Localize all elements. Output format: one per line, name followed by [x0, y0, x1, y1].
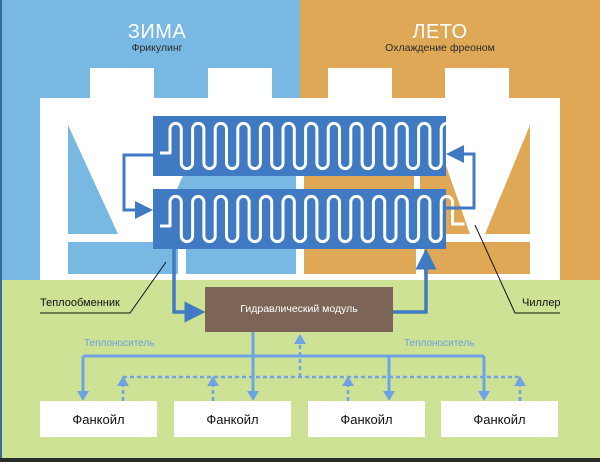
- heat-exchanger-leader-line: [40, 261, 167, 314]
- fancoil-label: Фанкойл: [473, 411, 526, 427]
- return-arrow-module: [294, 334, 306, 344]
- fan-housing-4: [445, 68, 509, 102]
- return-arrow-1: [117, 376, 129, 386]
- fancoil-unit-2: Фанкойл: [174, 401, 291, 437]
- chiller-label: Чиллер: [522, 297, 561, 309]
- supply-arrowheads: [77, 391, 490, 401]
- return-arrow-3: [342, 376, 354, 386]
- fancoil-label: Фанкойл: [340, 411, 393, 427]
- fan-housing-3: [328, 68, 392, 102]
- frame-left-edge: [0, 0, 2, 462]
- supply-arrow-3: [383, 391, 395, 401]
- fancoil-label: Фанкойл: [72, 411, 125, 427]
- fan-housing-1: [90, 68, 154, 102]
- fancoil-label: Фанкойл: [206, 411, 259, 427]
- return-arrowheads: [117, 334, 526, 386]
- hydraulic-module-box: [205, 287, 393, 332]
- return-distribution: [121, 344, 522, 401]
- return-arrow-2: [207, 376, 219, 386]
- summer-triangle-right: [485, 125, 530, 234]
- winter-title: ЗИМА: [127, 21, 187, 43]
- supply-arrow-4: [478, 391, 490, 401]
- heat-exchanger-label: Теплообменник: [40, 297, 120, 309]
- summer-title: ЛЕТО: [412, 21, 468, 43]
- return-pipe-from-module: [392, 248, 437, 314]
- frame-bottom-edge: [0, 458, 600, 462]
- heat-exchanger-upper: [153, 116, 465, 176]
- heat-carrier-label-right: Теплоноситель: [404, 338, 475, 349]
- fancoil-unit-3: Фанкойл: [308, 401, 425, 437]
- coil-upper-serpentine: [160, 121, 465, 171]
- return-arrow-4: [514, 376, 526, 386]
- chiller-leader-line: [474, 224, 560, 314]
- fancoil-unit-1: Фанкойл: [40, 401, 157, 437]
- hydraulic-module-label: Гидравлический модуль: [240, 303, 358, 315]
- supply-pipe-to-module: [172, 249, 206, 323]
- heat-exchanger-lower: [153, 189, 465, 249]
- left-loop-pipe: [122, 153, 153, 219]
- supply-distribution: [81, 332, 486, 393]
- fancoil-unit-4: Фанкойл: [441, 401, 558, 437]
- winter-subtitle: Фрикулинг: [131, 42, 183, 54]
- winter-triangle-left: [68, 125, 118, 234]
- heat-carrier-label-left: Теплоноситель: [84, 338, 155, 349]
- summer-subtitle: Охлаждение фреоном: [385, 42, 495, 54]
- supply-arrow-1: [77, 391, 89, 401]
- fan-housing-2: [208, 68, 272, 102]
- supply-arrow-2: [247, 391, 259, 401]
- coil-lower-serpentine: [160, 194, 465, 244]
- right-loop-pipe: [446, 145, 476, 210]
